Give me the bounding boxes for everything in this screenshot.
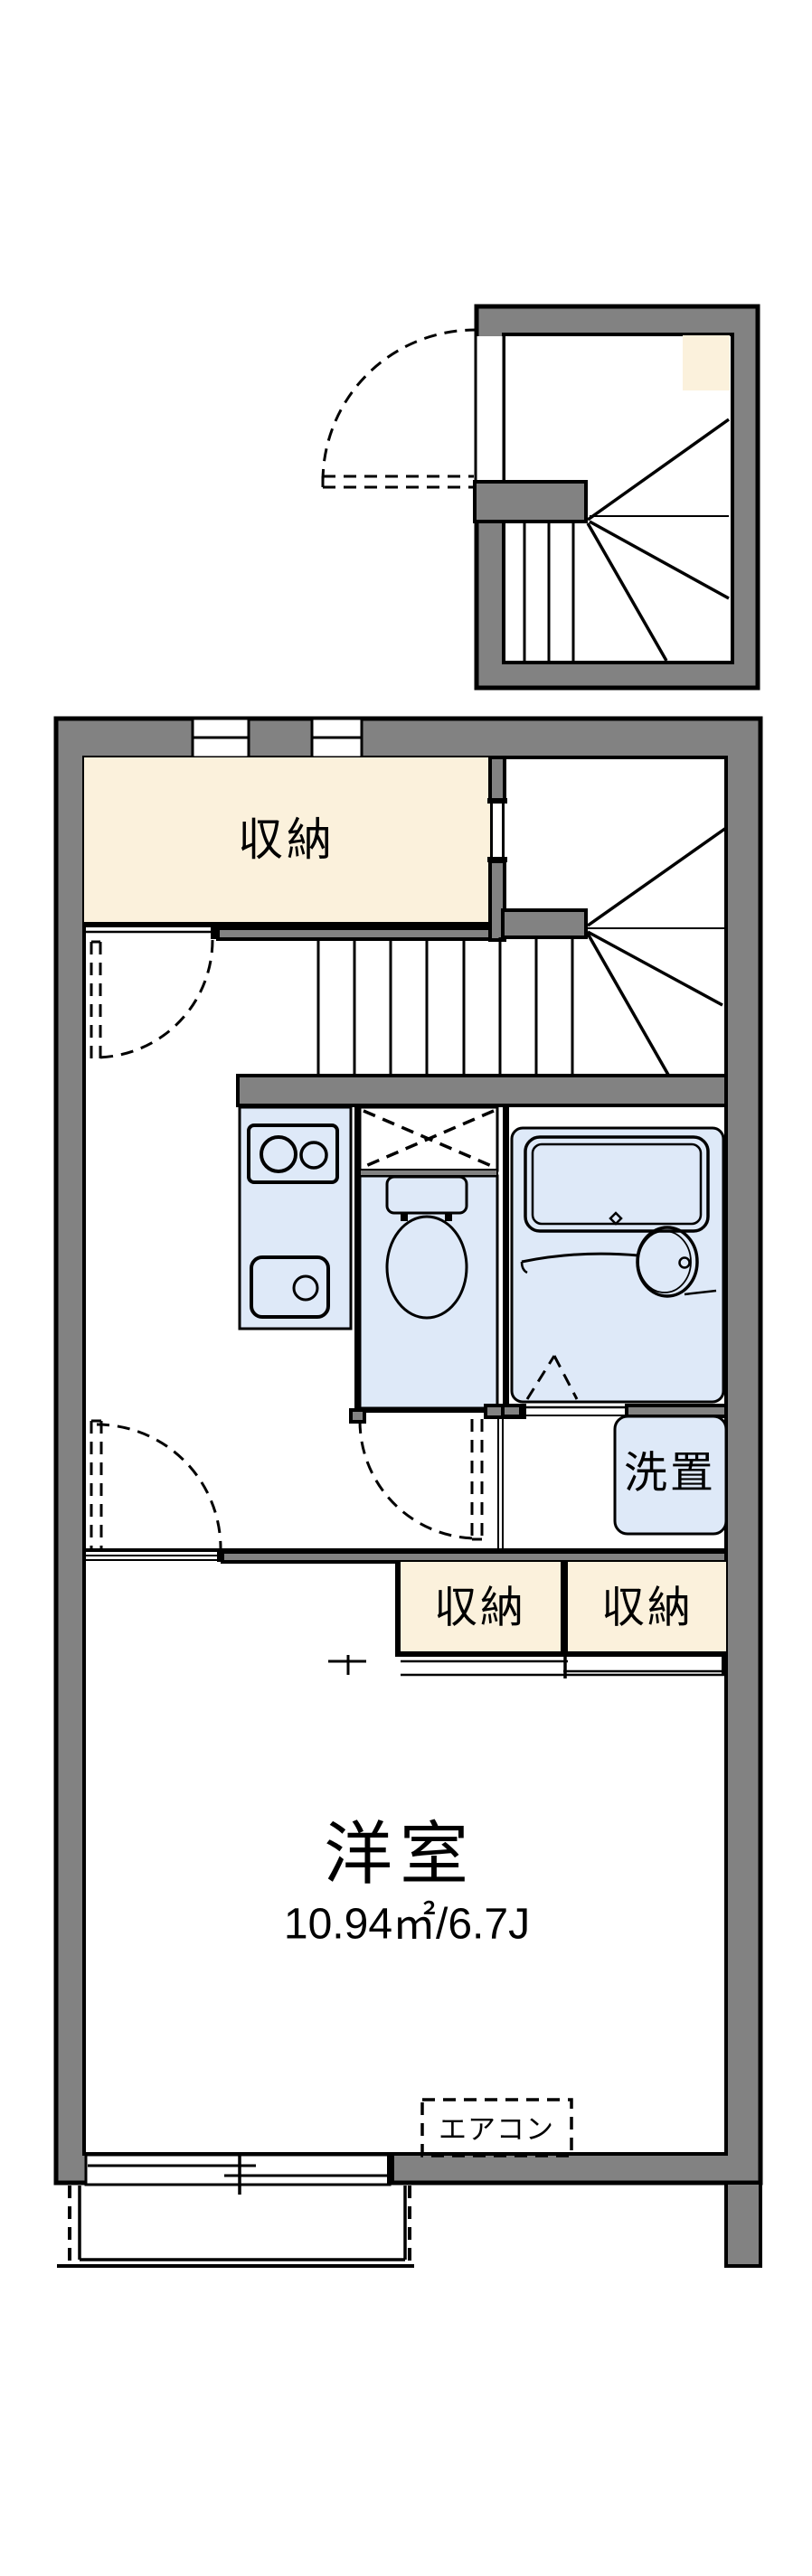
aircon-box [420, 2098, 573, 2158]
stair2-winder-line [587, 930, 723, 1007]
bath-left-wall [503, 1105, 509, 1413]
balcony [57, 2186, 414, 2268]
stair-landing-wall [473, 480, 588, 523]
stair-winder-line [586, 418, 731, 522]
wash-basin [636, 1226, 699, 1298]
storage-room [84, 757, 490, 922]
right-wall-extension [724, 2181, 762, 2268]
toilet-floor [358, 1174, 499, 1410]
kitchen [238, 1105, 353, 1330]
opening-cap [487, 798, 507, 804]
toilet-left-wall [354, 1107, 360, 1422]
stair2-landing-wall [501, 908, 588, 939]
room-door-leaf [90, 1419, 103, 1548]
toilet-top-shelf-line [359, 1169, 498, 1177]
storage-stair-wall-upper [488, 756, 506, 803]
entrance-door-leaf [321, 475, 474, 489]
shoe-cabinet [683, 335, 730, 390]
tub-drain [609, 1211, 623, 1226]
bottom-window [84, 2153, 392, 2186]
storage-room-bottom-line [84, 922, 490, 927]
closet-row: 収納 収納 [328, 1562, 726, 1678]
overhead-cabinet [358, 1105, 499, 1172]
washroom: 洗置 [497, 1415, 728, 1552]
toilet-bottom-line [360, 1408, 497, 1413]
bath-floor-pan [510, 1126, 725, 1404]
stove-burner [260, 1135, 297, 1173]
washing-machine-label: 洗置 [624, 1450, 716, 1498]
bath-door-swing-mark [525, 1355, 579, 1400]
toilet-hinge [445, 1213, 452, 1221]
stair-winder-line [586, 522, 668, 662]
stair2-winder-line [586, 933, 670, 1076]
hall-door-leaf [90, 940, 102, 1059]
apartment-unit: 収納 [53, 716, 763, 2268]
storage-room-label: 収納 [238, 814, 335, 865]
storage-stair-opening [490, 803, 505, 860]
room-name-label: 洋室 [324, 1817, 476, 1894]
stair-winder-line [589, 520, 730, 600]
closet-a-label: 収納 [434, 1584, 526, 1632]
toilet-door-jamb-left [349, 1408, 366, 1424]
closet-b-label: 収納 [601, 1584, 694, 1632]
washing-machine-space [613, 1415, 728, 1536]
kitchen-sink [250, 1255, 330, 1319]
room-doorway-jamb [217, 1549, 223, 1562]
stair2-winder-line [586, 826, 728, 927]
toilet-hinge [401, 1213, 408, 1221]
stove-burner [299, 1141, 328, 1170]
toilet-door-leaf [470, 1419, 484, 1541]
closet-b [568, 1562, 726, 1652]
closet-bottom-line [395, 1651, 726, 1657]
toilet-door-swing-arc [358, 1420, 478, 1540]
bath-bottom-wall-right [625, 1404, 728, 1418]
entrance-doorway-gap [472, 336, 505, 480]
aircon-label: エアコン [439, 2114, 554, 2146]
bath-counter-edge [521, 1252, 639, 1264]
room-door-swing-arc [96, 1423, 222, 1549]
closet-divider-wall [561, 1562, 568, 1654]
wash-basin-inner [637, 1230, 692, 1293]
stove-unit [247, 1123, 339, 1184]
basin-drain [678, 1256, 691, 1269]
counter-side-line [684, 1289, 717, 1296]
entrance-door-swing-arc [321, 328, 476, 483]
bathroom [501, 1105, 728, 1418]
stair2-treads [316, 937, 574, 1075]
toilet-room [349, 1105, 526, 1541]
wet-area-top-wall [236, 1074, 728, 1107]
closet-a [401, 1562, 561, 1652]
closet-left-wall [395, 1562, 401, 1654]
closet-sliding-jamb [722, 1655, 726, 1674]
sink-drain [292, 1274, 319, 1302]
bath-bottom-wall-left [501, 1404, 523, 1418]
overhead-cabinet-x-mark [363, 1109, 495, 1169]
bottom-wall-cap [387, 2156, 394, 2184]
toilet-tank [385, 1175, 468, 1215]
entrance-stair-block [321, 304, 760, 691]
room-area-label: 10.94㎡/6.7J [284, 1901, 530, 1949]
bathtub [524, 1135, 710, 1233]
toilet-bowl [385, 1215, 468, 1320]
hall-door-swing-arc [94, 939, 214, 1059]
hall-doorway-jamb [211, 927, 218, 939]
bath-counter-corner [520, 1261, 528, 1274]
room-top-wall [221, 1550, 728, 1564]
